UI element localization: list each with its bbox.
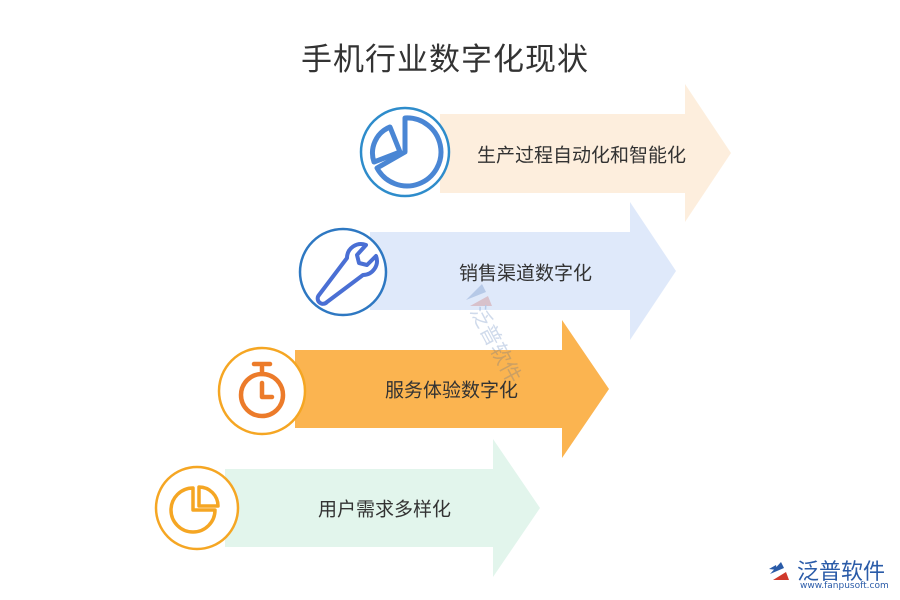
stopwatch-icon (238, 361, 286, 419)
arrow-step-2 (370, 202, 676, 340)
step-4-label: 用户需求多样化 (318, 498, 452, 521)
step-2-label: 销售渠道数字化 (459, 262, 593, 285)
watermark-logo-icon (466, 284, 492, 306)
step-1-label: 生产过程自动化和智能化 (477, 144, 687, 167)
step-3-badge (217, 346, 307, 436)
wrench-icon (315, 242, 379, 306)
arrow-step-3 (295, 320, 609, 458)
brand-logo-icon (769, 562, 789, 580)
step-4-badge (154, 465, 240, 551)
arrow-step-4 (225, 439, 540, 577)
step-3-label: 服务体验数字化 (385, 379, 519, 402)
step-2-badge (298, 227, 388, 317)
brand-name: 泛普软件 (797, 560, 886, 585)
brand-logo: 泛普软件 www.fanpusoft.com (767, 554, 892, 594)
brand-url: www.fanpusoft.com (800, 581, 889, 591)
page-title: 手机行业数字化现状 (301, 42, 589, 78)
arrow-step-1 (440, 84, 731, 222)
pie-chart-icon (370, 115, 444, 189)
pie-chart-icon (169, 485, 220, 534)
watermark: 泛普软件 (462, 270, 572, 387)
step-1-badge (359, 106, 451, 198)
